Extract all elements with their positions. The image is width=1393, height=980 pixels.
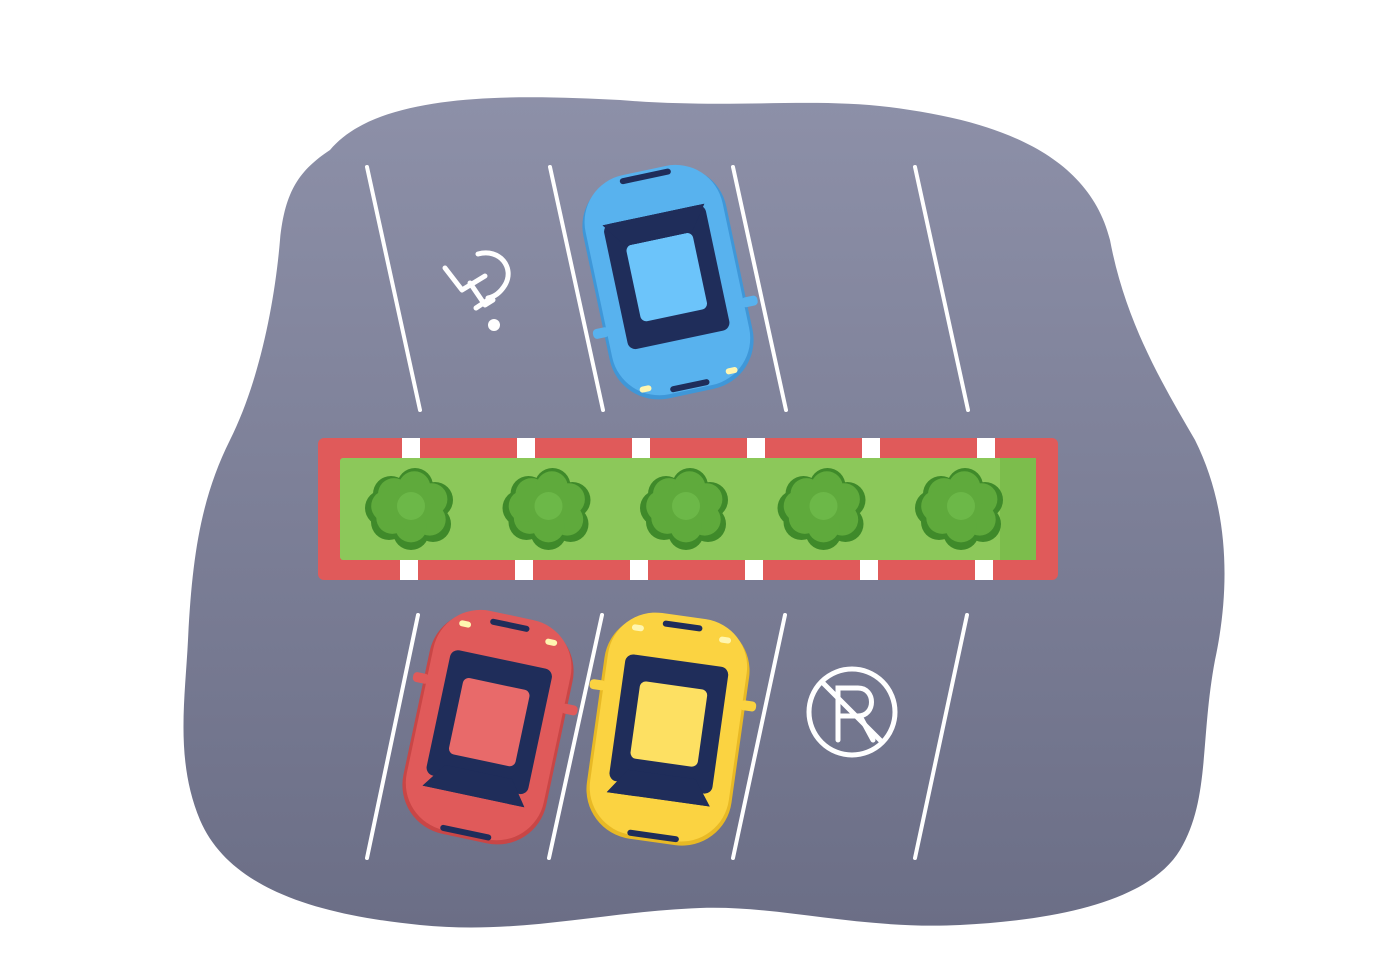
parking-line (365, 613, 420, 860)
blue-car (582, 164, 758, 400)
bush (915, 468, 1003, 550)
bush (777, 468, 866, 550)
no-parking-icon (806, 666, 898, 758)
parking-line (913, 613, 969, 860)
red-car (402, 609, 578, 845)
parking-line (547, 613, 604, 860)
median-strip (318, 438, 1058, 580)
top-row-lines (365, 165, 970, 412)
bottom-row-lines (365, 613, 969, 860)
parking-line (913, 165, 970, 412)
median-grass-shade (1000, 458, 1036, 560)
median-stripe (747, 438, 765, 458)
median-stripe (630, 560, 648, 580)
wheelchair-icon (442, 250, 511, 331)
parking-line (548, 165, 605, 412)
bushes (365, 468, 1003, 550)
bush (502, 468, 591, 550)
median-stripe (400, 560, 418, 580)
median-stripe (515, 560, 533, 580)
median-stripe (977, 438, 995, 458)
cars (402, 164, 758, 846)
parking-line (731, 613, 787, 860)
bush (640, 468, 728, 550)
parking-line (365, 165, 422, 412)
median-stripe (517, 438, 535, 458)
yellow-car (586, 612, 757, 846)
median-stripe (860, 560, 878, 580)
median-stripe (975, 560, 993, 580)
parking-line (731, 165, 788, 412)
median-stripe (745, 560, 763, 580)
median-stripe (862, 438, 880, 458)
median-stripe (632, 438, 650, 458)
bush (365, 468, 453, 550)
median-stripes (400, 438, 995, 580)
median-stripe (402, 438, 420, 458)
